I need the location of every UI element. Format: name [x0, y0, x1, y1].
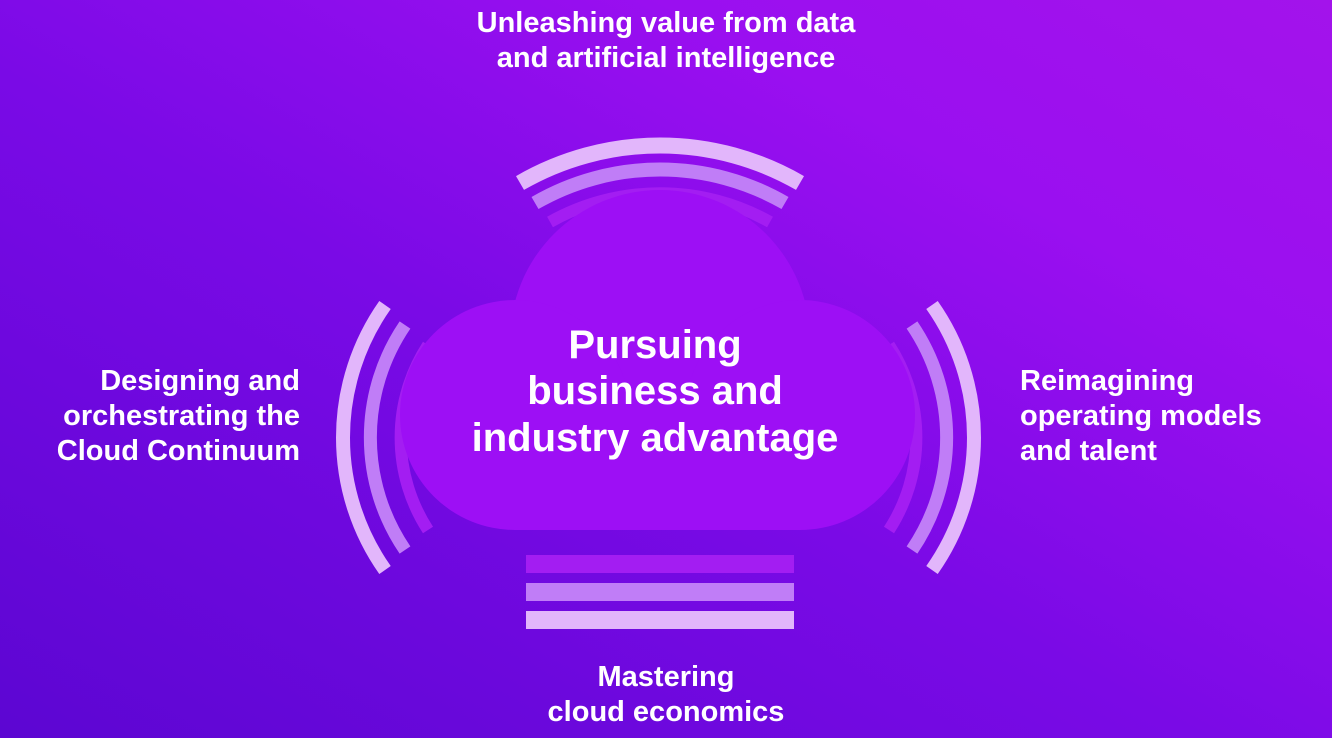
- cloud-base: [515, 400, 800, 530]
- right-pillar-label-line: operating models: [1020, 399, 1262, 432]
- center-goal-label-line: industry advantage: [471, 415, 839, 460]
- bottom-pillar-label: Mastering cloud economics: [0, 660, 1332, 730]
- left-pillar-label-line: orchestrating the: [63, 399, 300, 432]
- top-arc-outer: [516, 137, 804, 190]
- right-pillar-label-line: and talent: [1020, 434, 1157, 467]
- left-pillar-label-line: Cloud Continuum: [56, 434, 300, 467]
- left-arc-middle: [363, 321, 411, 554]
- bottom-pillar-label-line: cloud economics: [547, 695, 785, 728]
- bottom-bar-group: [526, 555, 794, 629]
- left-arc-outer: [336, 300, 391, 575]
- right-arc-outer: [926, 300, 981, 575]
- bottom-bar-1: [526, 555, 794, 573]
- left-pillar-label: Designing and orchestrating the Cloud Co…: [57, 364, 300, 468]
- top-arc-middle: [531, 162, 789, 210]
- top-pillar-label: Unleashing value from data and artificia…: [0, 6, 1332, 76]
- top-pillar-label-line: Unleashing value from data: [476, 7, 856, 39]
- bottom-pillar-label-line: Mastering: [597, 661, 735, 693]
- right-pillar-label-line: Reimagining: [1020, 365, 1195, 397]
- center-goal-label-line: Pursuing: [568, 323, 742, 367]
- cloud-shape: [400, 190, 915, 530]
- left-pillar-label-line: Designing and: [100, 365, 300, 397]
- center-goal-label: Pursuing business and industry advantage: [455, 322, 855, 461]
- bottom-bar-3: [526, 611, 794, 629]
- bottom-bar-2: [526, 583, 794, 601]
- right-arc-middle: [906, 321, 954, 554]
- top-pillar-label-line: and artificial intelligence: [496, 41, 836, 74]
- right-pillar-label: Reimagining operating models and talent: [1020, 364, 1262, 468]
- center-goal-label-line: business and: [527, 369, 783, 414]
